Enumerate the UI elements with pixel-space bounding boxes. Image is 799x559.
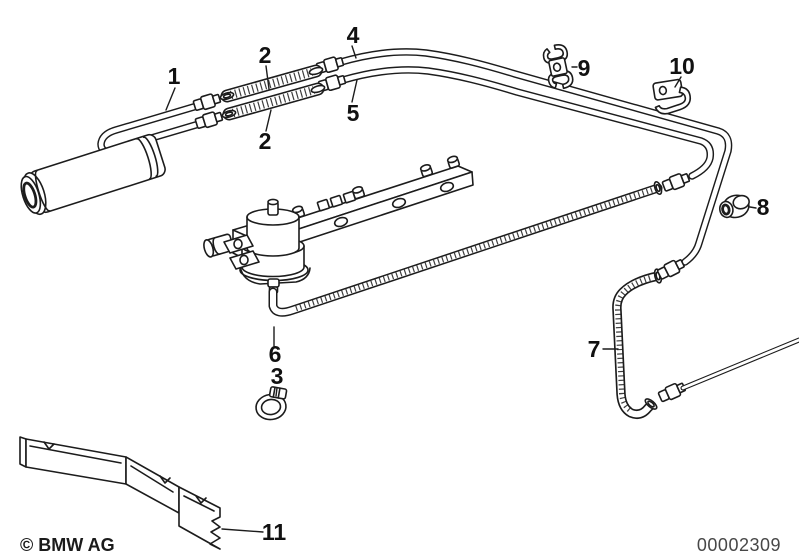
callout-11: 11 xyxy=(262,519,287,545)
bracket-11 xyxy=(19,436,221,550)
cooler-bore xyxy=(22,181,38,209)
hose-couplings xyxy=(191,54,348,131)
tank-pipe xyxy=(680,337,799,391)
callout-8: 8 xyxy=(757,194,770,220)
callout-4: 4 xyxy=(347,22,360,48)
union-fitting xyxy=(191,91,223,113)
grommet-8 xyxy=(718,194,750,219)
callout-7: 7 xyxy=(588,336,601,362)
doc-number-text: 00002309 xyxy=(697,535,781,555)
hose-clamp-3 xyxy=(255,386,288,421)
union-fitting xyxy=(193,109,225,131)
callouts: 1 2 2 4 5 9 10 8 7 6 3 11 xyxy=(168,22,770,545)
braided-hose-2-lower xyxy=(221,82,326,121)
hose-7-upper-union xyxy=(655,256,687,282)
callout-2a: 2 xyxy=(259,42,272,68)
callout-3: 3 xyxy=(271,363,284,389)
callout-5: 5 xyxy=(347,100,360,126)
fuel-cooler xyxy=(20,133,166,216)
rear-hose-7 xyxy=(612,268,663,419)
callout-2b: 2 xyxy=(259,128,272,154)
copyright-text: © BMW AG xyxy=(20,535,115,555)
callout-6: 6 xyxy=(269,341,282,367)
fuel-pipes xyxy=(97,48,733,266)
braided-hose-2-upper xyxy=(219,64,324,103)
callout-9: 9 xyxy=(578,55,591,81)
hose-7-lower-union xyxy=(656,379,688,405)
return-hose-union xyxy=(660,170,692,194)
leader-lines xyxy=(165,45,757,533)
pressure-regulator xyxy=(223,198,311,294)
callout-10: 10 xyxy=(669,53,695,79)
pipe-clip-10 xyxy=(652,78,692,115)
pipe-clip-9 xyxy=(542,44,574,90)
callout-1: 1 xyxy=(168,63,181,89)
return-hose-6 xyxy=(268,180,663,317)
